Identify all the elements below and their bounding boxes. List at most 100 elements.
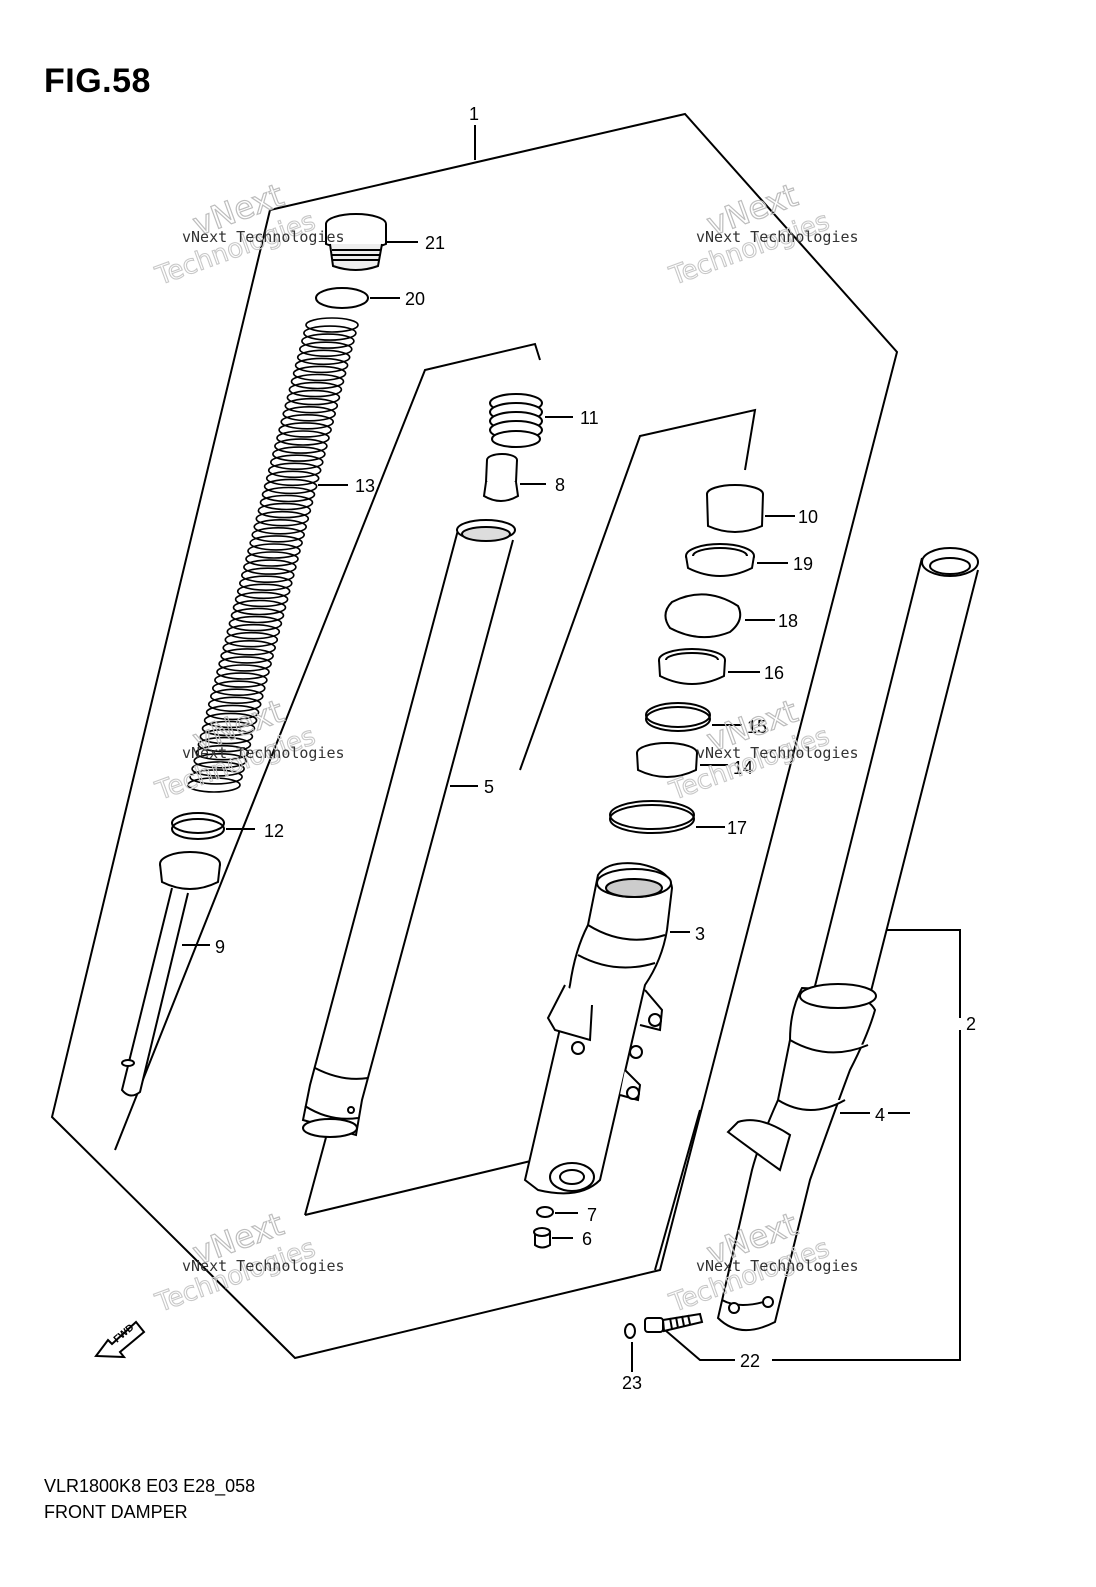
callout-18: 18 <box>778 611 798 631</box>
ring-part-12 <box>171 812 255 840</box>
spring-coil <box>245 551 299 567</box>
damper-rod-part-9 <box>120 851 221 1097</box>
callout-20: 20 <box>405 289 425 309</box>
spring-coil <box>191 761 245 777</box>
spring-coil <box>203 712 258 729</box>
callout-labels: 1 2 3 4 5 6 7 8 9 10 11 12 13 14 15 16 1… <box>215 104 976 1393</box>
fork-tube-part-2 <box>812 547 979 1005</box>
spring-coil <box>274 438 328 454</box>
inner-tube-part-5 <box>301 519 516 1138</box>
spring-coil <box>284 397 339 414</box>
callout-16: 16 <box>764 663 784 683</box>
callout-23: 23 <box>622 1373 642 1393</box>
spring-coil <box>201 720 256 737</box>
figure-description: FRONT DAMPER <box>44 1502 188 1522</box>
spring-coil <box>294 357 349 374</box>
spring-coil <box>280 413 335 430</box>
spring-coil <box>195 744 250 761</box>
callout-17: 17 <box>727 818 747 838</box>
spring-coil <box>207 696 262 713</box>
callout-15: 15 <box>747 717 767 737</box>
outer-tube-part-3 <box>523 862 690 1195</box>
fork-spring-part-13 <box>187 317 359 793</box>
spring-coil <box>261 486 316 503</box>
cap-bolt-part-21 <box>325 213 418 271</box>
spring-coil <box>249 535 303 551</box>
svg-text:vNext Technologies: vNext Technologies <box>182 744 345 762</box>
callout-12: 12 <box>264 821 284 841</box>
spring-coil <box>238 575 293 592</box>
spring-coil <box>290 373 345 390</box>
figure-footer: VLR1800K8 E03 E28_058 FRONT DAMPER <box>44 1473 255 1525</box>
spring-coil <box>292 365 347 382</box>
spring-coil <box>259 494 314 511</box>
spring-coil <box>220 648 274 664</box>
spring-coil <box>226 623 281 640</box>
spring-coil <box>286 389 341 406</box>
oil-seal-part-16 <box>658 648 760 685</box>
callout-3: 3 <box>695 924 705 944</box>
spring-coil <box>288 381 343 398</box>
spring-coil <box>222 639 276 656</box>
callout-10: 10 <box>798 507 818 527</box>
bushing-part-14 <box>636 742 728 778</box>
spring-coil <box>187 777 241 793</box>
watermark-bottom-left: vNext Technologies vNext Technologies <box>151 1204 345 1319</box>
spring-coil <box>189 769 243 785</box>
spring-coil <box>197 736 252 753</box>
spring-coil <box>218 656 272 672</box>
washer-part-19 <box>685 543 788 577</box>
spring-coil <box>272 446 326 462</box>
spring-coil <box>278 422 332 438</box>
callout-8: 8 <box>555 475 565 495</box>
spring-coil <box>243 559 297 575</box>
spring-coil <box>269 454 324 471</box>
spring-coil <box>212 680 266 697</box>
spring-coil <box>214 672 268 688</box>
spring-coil <box>298 341 353 358</box>
inner-group-5b <box>304 1153 561 1216</box>
spring-coil <box>234 591 289 608</box>
spring-coil <box>230 607 285 624</box>
callout-5: 5 <box>484 777 494 797</box>
callout-4: 4 <box>875 1105 885 1125</box>
spring-coil <box>267 462 322 479</box>
spring-coil <box>303 325 357 341</box>
snap-ring-part-17 <box>609 800 725 834</box>
leader-22 <box>664 1329 735 1361</box>
o-ring-part-20 <box>315 287 400 309</box>
spring-coil <box>301 333 355 349</box>
bracket-2 <box>880 929 961 1018</box>
svg-text:vNext Technologies: vNext Technologies <box>182 1257 345 1275</box>
inner-group-5 <box>114 342 541 1151</box>
svg-text:vNext Technologies: vNext Technologies <box>696 228 859 246</box>
spring-coil <box>251 526 306 543</box>
callout-7: 7 <box>587 1205 597 1225</box>
spring-coil <box>255 510 310 527</box>
spring-coil <box>247 543 301 559</box>
spring-coil <box>193 752 247 769</box>
stopper-ring-part-18 <box>664 593 775 639</box>
callout-2: 2 <box>966 1014 976 1034</box>
inner-group-3 <box>519 408 757 771</box>
spring-coil <box>216 664 270 680</box>
washer-part-23 <box>624 1323 636 1372</box>
spring-coil <box>210 688 264 705</box>
svg-text:vNext Technologies: vNext Technologies <box>696 1257 859 1275</box>
spring-coil <box>305 317 359 333</box>
retainer-part-15 <box>645 702 742 732</box>
spring-coil <box>240 567 295 584</box>
spring-coil <box>199 728 254 745</box>
spring-coil <box>205 704 260 721</box>
outer-slider-part-4 <box>716 983 877 1332</box>
svg-text:vNext Technologies: vNext Technologies <box>182 228 345 246</box>
bushing-part-10 <box>706 484 795 533</box>
callout-13: 13 <box>355 476 375 496</box>
spring-coil <box>276 430 330 446</box>
spring-coil <box>232 599 287 616</box>
bracket-2b <box>772 1030 961 1361</box>
inner-group-3b <box>654 1109 701 1271</box>
callout-9: 9 <box>215 937 225 957</box>
callout-19: 19 <box>793 554 813 574</box>
